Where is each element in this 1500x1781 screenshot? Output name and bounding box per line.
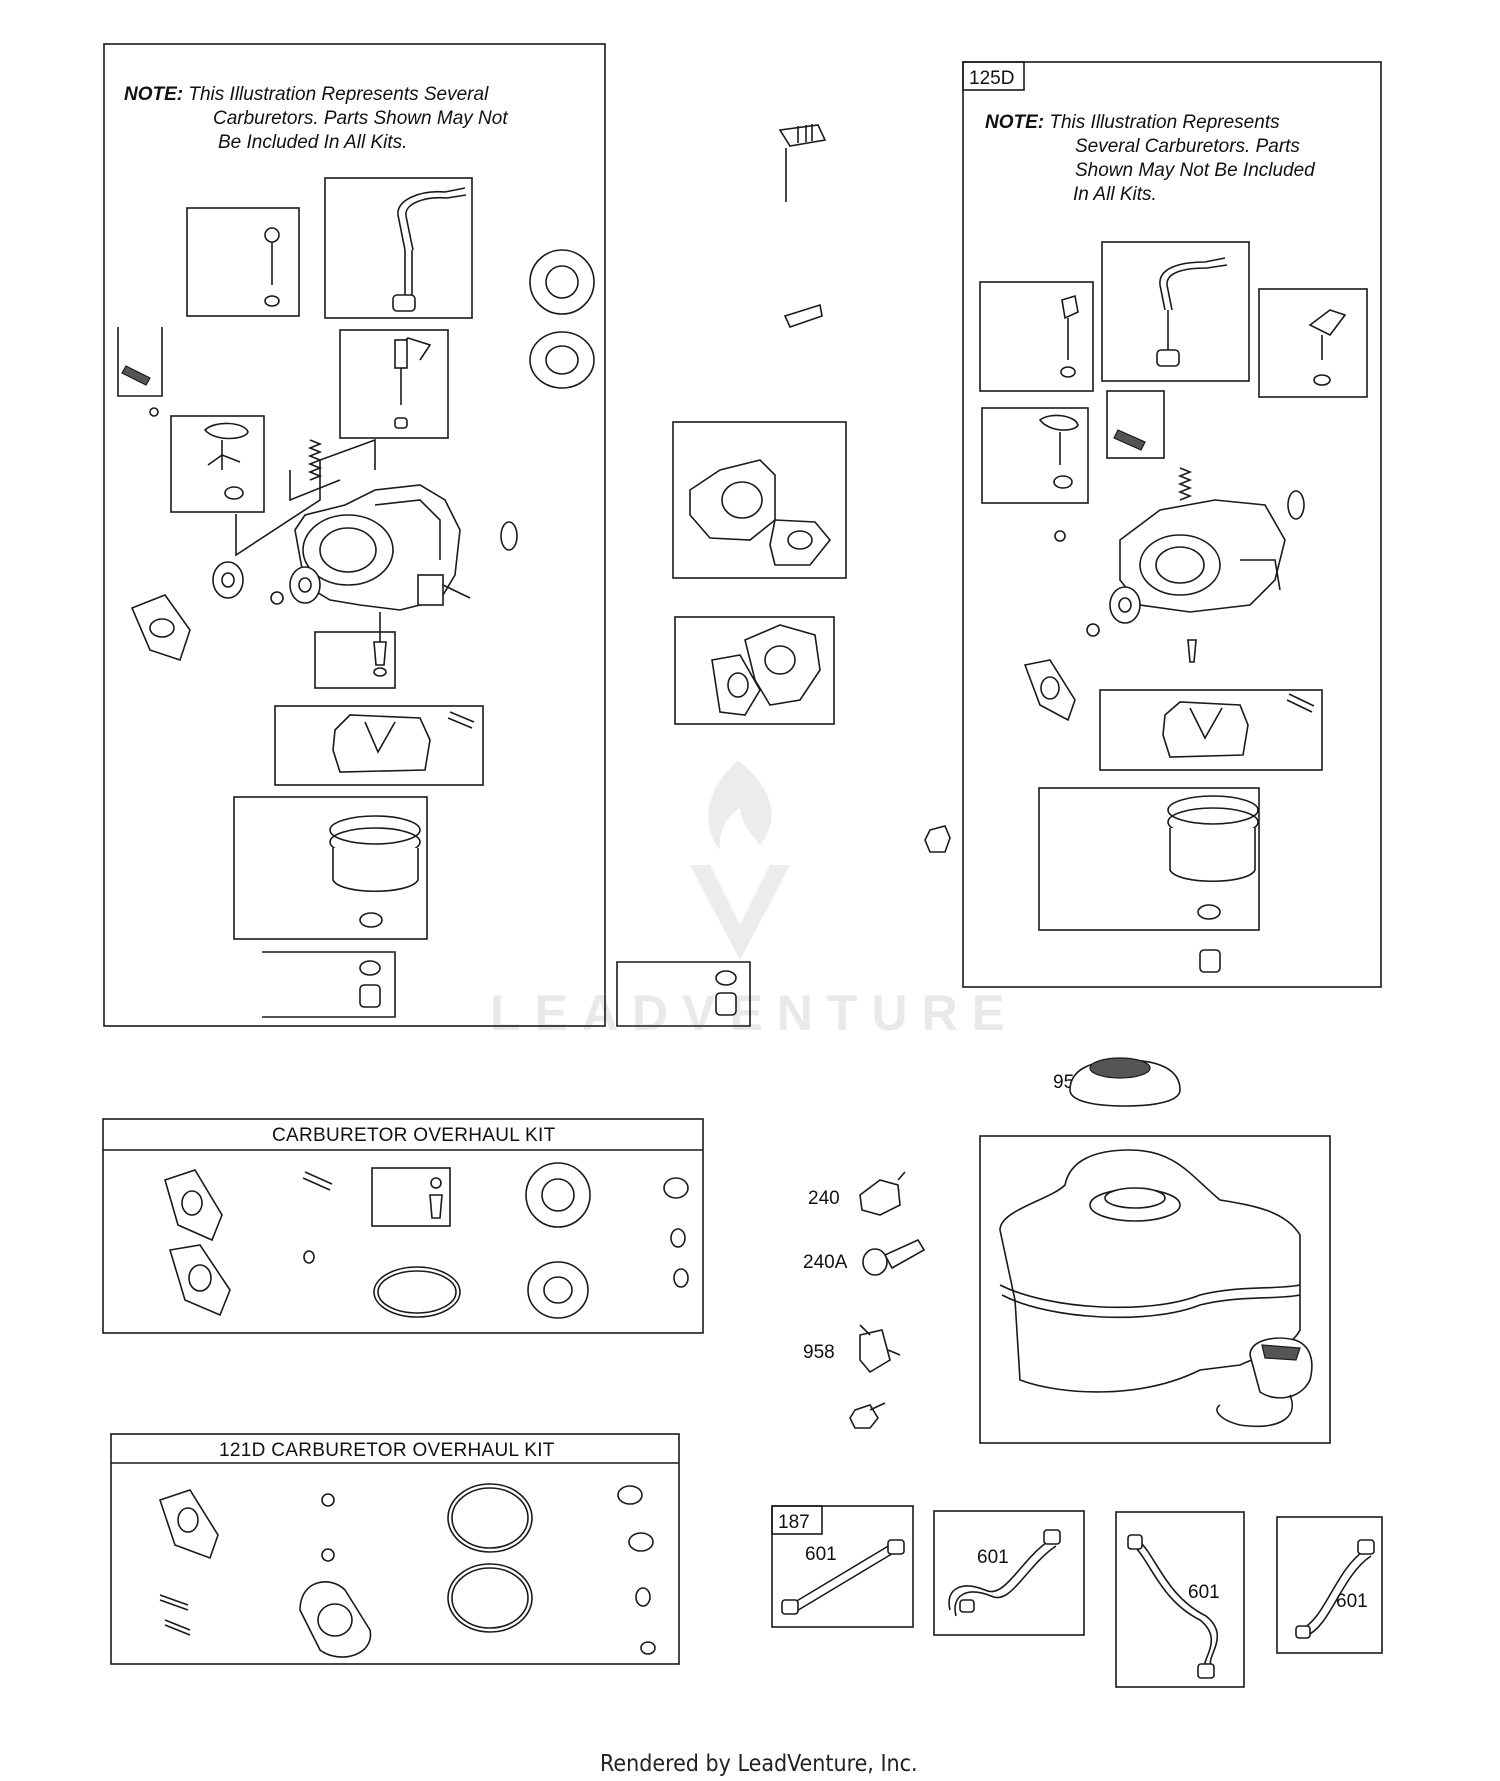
fuel-fittings: 957 240 240A 958 bbox=[803, 1057, 1181, 1429]
washers-125d bbox=[1086, 586, 1141, 637]
overhaul-kit-121d-box: 121D CARBURETOR OVERHAUL KIT bbox=[110, 1433, 680, 1665]
valve-screw-part bbox=[849, 1402, 886, 1429]
carburetor-body-left bbox=[294, 484, 471, 611]
throttle-link-part bbox=[392, 187, 467, 312]
inlet-needle-part-125d bbox=[1187, 639, 1197, 663]
kit121-gasket-a bbox=[158, 1489, 219, 1560]
note-right-line4: In All Kits. bbox=[1073, 184, 1157, 205]
fitting-240a-part bbox=[862, 1238, 926, 1276]
gasket-pair-left-right bbox=[500, 249, 595, 551]
choke-lever-part bbox=[203, 422, 249, 500]
spring-part-125d bbox=[1177, 467, 1193, 501]
fuel-cap-part bbox=[1069, 1057, 1181, 1107]
bowl-screw-part bbox=[359, 960, 381, 1008]
label-240a: 240A bbox=[803, 1252, 848, 1273]
label-601-b: 601 bbox=[977, 1547, 1009, 1568]
float-bowl-part bbox=[329, 815, 421, 928]
float-bowl-part-125d bbox=[1167, 795, 1259, 920]
carburetor-box-125d: 125D NOTE: This Illustration Represents … bbox=[962, 61, 1382, 988]
kit-needle bbox=[429, 1177, 443, 1219]
spacer-gasket-part bbox=[711, 624, 821, 716]
label-187: 187 bbox=[778, 1512, 810, 1533]
throttle-plate-part bbox=[778, 124, 827, 202]
label-601-c: 601 bbox=[1188, 1582, 1220, 1603]
label-125d: 125D bbox=[969, 68, 1014, 89]
carburetor-box-left: NOTE: This Illustration Represents Sever… bbox=[103, 43, 606, 1027]
governor-link-part-125d bbox=[1308, 309, 1347, 386]
nut-part bbox=[924, 825, 951, 853]
fuel-tank-box bbox=[979, 1135, 1331, 1444]
idle-screw-part-125d bbox=[1113, 429, 1146, 451]
label-958: 958 bbox=[803, 1342, 835, 1363]
footer-credit: Rendered by LeadVenture, Inc. bbox=[600, 1751, 918, 1777]
note-left-line3: Be Included In All Kits. bbox=[218, 132, 407, 153]
kit121-gasket-b bbox=[299, 1581, 372, 1658]
hose-box-3: 601 bbox=[1115, 1511, 1245, 1688]
note-right-line2: Several Carburetors. Parts bbox=[1075, 136, 1300, 157]
kit-gasket-b bbox=[525, 1162, 591, 1228]
throttle-link-part-125d bbox=[1156, 257, 1228, 367]
note-left-line2: Carburetors. Parts Shown May Not bbox=[213, 108, 508, 129]
float-part-125d bbox=[1162, 693, 1315, 758]
kit-gasket-a bbox=[164, 1169, 223, 1242]
overhaul-kit-box: CARBURETOR OVERHAUL KIT bbox=[102, 1118, 704, 1334]
valve-958-part bbox=[859, 1324, 901, 1374]
intake-elbow-part bbox=[689, 459, 832, 566]
kit-gasket-d bbox=[527, 1261, 589, 1319]
fuel-tank-part bbox=[999, 1149, 1313, 1427]
hose-box-4: 601 bbox=[1276, 1516, 1383, 1654]
watermark-logo: LEADVENTURE bbox=[490, 760, 1019, 1041]
spring-part bbox=[307, 439, 323, 481]
bowl-screw-part-125d bbox=[1199, 949, 1221, 973]
label-601-d: 601 bbox=[1336, 1591, 1368, 1612]
choke-shaft-part-125d bbox=[1060, 294, 1079, 378]
carburetor-body-125d bbox=[1119, 499, 1286, 613]
fitting-screw-part bbox=[783, 303, 823, 328]
inlet-needle-part bbox=[373, 612, 387, 677]
overhaul-kit-title: CARBURETOR OVERHAUL KIT bbox=[272, 1125, 556, 1146]
note-left-line1: NOTE: This Illustration Represents Sever… bbox=[124, 84, 489, 105]
float-part bbox=[332, 711, 475, 773]
gasket-left bbox=[130, 594, 191, 662]
label-240: 240 bbox=[808, 1188, 840, 1209]
hose-box-2: 601 bbox=[933, 1510, 1085, 1636]
label-601-a: 601 bbox=[805, 1544, 837, 1565]
overhaul-kit-121d-title: 121D CARBURETOR OVERHAUL KIT bbox=[219, 1440, 555, 1461]
middle-column-parts bbox=[616, 124, 951, 1027]
gasket-125d bbox=[1023, 659, 1076, 722]
governor-link-part bbox=[394, 337, 432, 429]
hose-box-187: 187 601 bbox=[771, 1505, 914, 1628]
choke-shaft-part bbox=[264, 227, 280, 307]
float-bowl-washer bbox=[212, 561, 321, 605]
kit-gasket-c bbox=[168, 1244, 231, 1317]
watermark-text: LEADVENTURE bbox=[490, 985, 1019, 1041]
note-right-line3: Shown May Not Be Included bbox=[1075, 160, 1316, 181]
drain-screw-part bbox=[715, 970, 737, 1016]
idle-screw-part bbox=[121, 365, 151, 386]
note-right-line1: NOTE: This Illustration Represents bbox=[985, 112, 1280, 133]
choke-lever-part-125d bbox=[1038, 414, 1079, 489]
fitting-240-part bbox=[859, 1171, 906, 1216]
